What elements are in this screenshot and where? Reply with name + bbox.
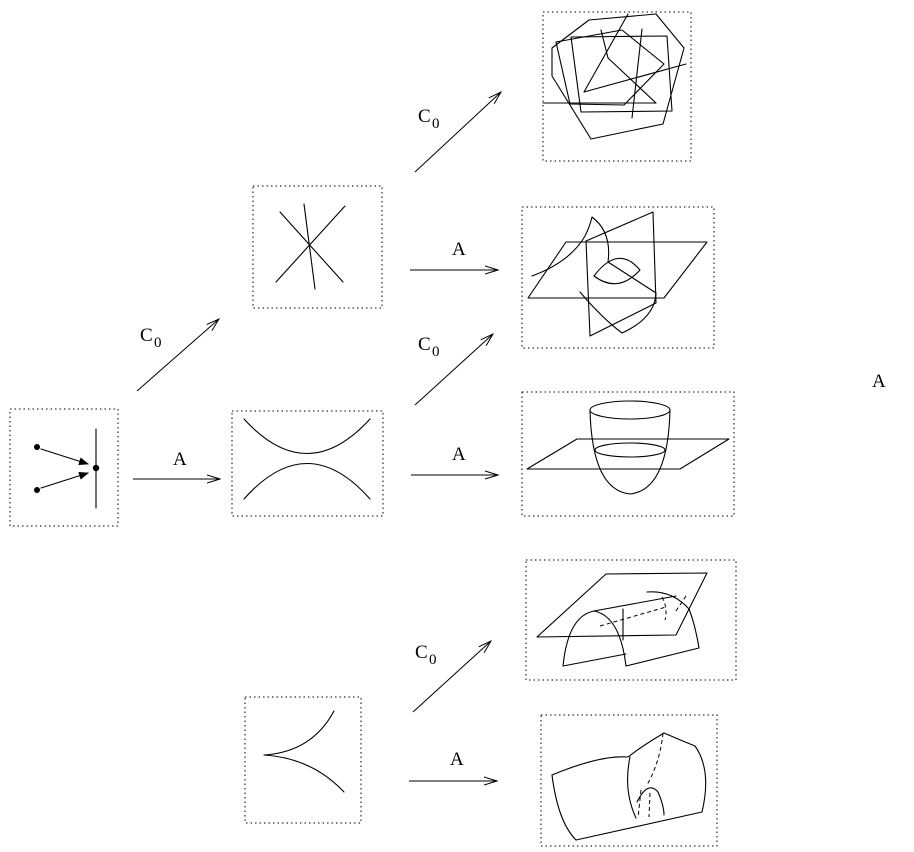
arrow-curves-to-saddle: C 0 xyxy=(414,334,493,406)
result-many-planes xyxy=(542,11,692,162)
result-saddle-cylinder-right-arch xyxy=(694,745,707,813)
result-cylinder-hidden-3 xyxy=(675,595,687,612)
result-saddle-cylinder xyxy=(540,714,718,847)
arrow-lines-to-planes: C 0 xyxy=(414,92,501,173)
start-node-points-merging xyxy=(9,408,119,527)
result-cylinder-hidden-2 xyxy=(661,596,667,621)
result-many-planes-edge-3 xyxy=(583,63,687,93)
result-cylinder-plane-tilted-plane xyxy=(536,572,708,638)
node-cusp-frame xyxy=(244,696,362,824)
result-saddle-planes xyxy=(521,206,715,349)
node-cusp-lower-branch xyxy=(263,754,345,793)
arrow-cusp-to-cylinder-shaft xyxy=(412,641,491,713)
node-three-lines-line-3 xyxy=(303,203,316,290)
result-many-planes-edge-6 xyxy=(631,28,643,119)
start-node-point-lower xyxy=(34,487,40,493)
result-saddle-cylinder-hidden-2 xyxy=(637,789,642,819)
stray-a-label: A xyxy=(872,371,886,392)
start-node-point-upper xyxy=(34,444,40,450)
arrow-lines-to-saddle: A xyxy=(410,239,498,270)
result-saddle-cylinder-hidden-1 xyxy=(646,732,664,786)
arrow-cusp-to-saddle-cylinder: A xyxy=(409,749,497,781)
result-cylinder-bottom-right xyxy=(625,647,700,667)
result-cylinder-top-edge xyxy=(593,595,677,612)
result-saddle-cylinder-hidden-3 xyxy=(648,792,651,818)
result-many-planes-edge-2 xyxy=(583,13,629,93)
result-paraboloid-plane-plane xyxy=(526,438,730,470)
result-saddle-lens xyxy=(593,257,641,285)
arrow-curves-to-saddle-shaft xyxy=(414,334,493,406)
arrow-start-to-lines-label: C xyxy=(140,325,153,346)
arrow-cusp-to-cylinder-label: C xyxy=(415,642,428,663)
arrow-start-to-curves-label: A xyxy=(173,449,187,470)
result-paraboloid-body xyxy=(589,409,671,495)
result-many-planes-edge-5 xyxy=(600,29,609,59)
result-cylinder-back-arch xyxy=(646,591,700,649)
node-three-lines-frame xyxy=(252,185,383,309)
result-paraboloid-plane xyxy=(521,391,735,517)
result-saddle-cylinder-frame xyxy=(540,714,718,847)
node-three-lines xyxy=(252,185,383,309)
result-cylinder-plane-frame xyxy=(525,559,737,681)
arrow-curves-to-paraboloid: A xyxy=(411,444,498,475)
result-saddle-cylinder-bottom-edge xyxy=(575,811,703,841)
result-many-planes-edge-4 xyxy=(607,57,657,104)
result-saddle-horizontal-plane xyxy=(527,241,708,299)
node-tangent-curves-frame xyxy=(231,410,384,517)
arrow-cusp-to-saddle-cylinder-label: A xyxy=(450,749,464,770)
result-cylinder-front-arch xyxy=(562,610,627,667)
arrow-cusp-to-cylinder: C 0 xyxy=(412,641,491,713)
node-tangent-curves-lower xyxy=(243,463,371,500)
result-saddle-cylinder-left-arch xyxy=(551,774,577,841)
node-cusp xyxy=(244,696,362,824)
node-cusp-upper-branch xyxy=(263,710,335,756)
result-saddle-planes-frame xyxy=(521,206,715,349)
node-three-lines-line-1 xyxy=(279,211,344,283)
result-cylinder-plane xyxy=(525,559,737,681)
arrow-lines-to-planes-sub: 0 xyxy=(432,116,440,132)
result-paraboloid-rim xyxy=(589,400,671,420)
result-cylinder-hidden-1 xyxy=(599,606,667,627)
start-node-point-target xyxy=(92,464,100,472)
arrow-start-to-curves: A xyxy=(133,449,220,479)
result-many-planes-outline-3 xyxy=(570,35,673,113)
arrow-curves-to-saddle-label: C xyxy=(418,334,431,355)
result-many-planes-outline-2 xyxy=(555,29,665,106)
arrow-curves-to-paraboloid-label: A xyxy=(452,444,466,465)
arrow-start-to-lines-sub: 0 xyxy=(154,335,162,351)
arrow-start-to-lines: C 0 xyxy=(136,319,219,392)
start-node-arrow-upper xyxy=(40,448,89,466)
node-three-lines-line-2 xyxy=(275,205,346,283)
arrow-lines-to-planes-label: C xyxy=(418,106,431,127)
start-node-frame xyxy=(9,408,119,527)
result-paraboloid-plane-frame xyxy=(521,391,735,517)
result-cylinder-bottom-left xyxy=(562,653,627,667)
result-saddle-cylinder-top-curve xyxy=(551,732,696,776)
result-saddle-cylinder-front-cut xyxy=(627,756,637,819)
result-saddle-vertical-plane xyxy=(585,211,657,337)
start-node-arrow-lower xyxy=(40,471,89,489)
arrow-start-to-lines-shaft xyxy=(136,319,219,392)
node-tangent-curves xyxy=(231,410,384,517)
result-many-planes-outline-1 xyxy=(551,13,685,140)
node-tangent-curves-upper xyxy=(243,418,371,454)
result-saddle-cylinder-bump xyxy=(636,787,665,816)
result-paraboloid-section xyxy=(594,442,666,458)
result-saddle-surface xyxy=(531,216,657,334)
arrow-lines-to-planes-shaft xyxy=(414,92,501,173)
arrow-lines-to-saddle-label: A xyxy=(452,239,466,260)
arrow-curves-to-saddle-sub: 0 xyxy=(432,344,440,360)
arrow-cusp-to-cylinder-sub: 0 xyxy=(429,652,437,668)
